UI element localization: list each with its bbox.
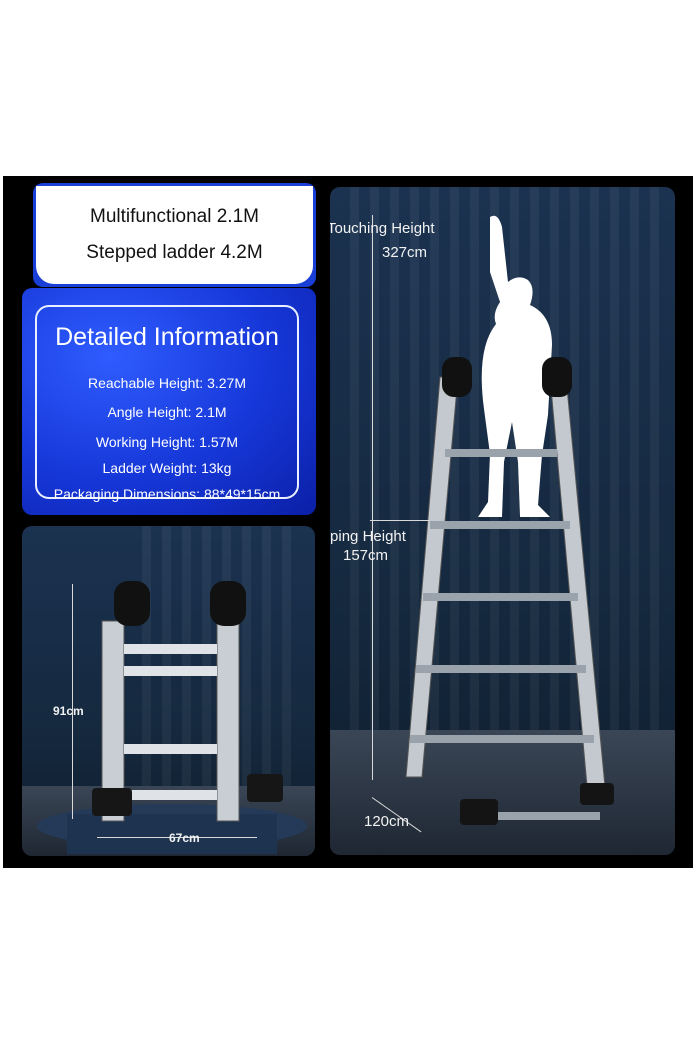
title-card-inner: Multifunctional 2.1M Stepped ladder 4.2M xyxy=(36,186,313,284)
info-angle-height: Angle Height: 2.1M xyxy=(107,404,227,420)
info-ladder-weight: Ladder Weight: 13kg xyxy=(102,460,232,476)
touching-height-value: 327cm xyxy=(382,244,428,261)
a-frame-ladder-image xyxy=(405,215,614,825)
title-card: Multifunctional 2.1M Stepped ladder 4.2M xyxy=(33,183,316,287)
base-width-label: 120cm xyxy=(364,813,410,830)
info-packaging-dimensions: Packaging Dimensions: 88*49*15cm xyxy=(53,486,281,502)
title-line-1: Multifunctional 2.1M xyxy=(90,206,259,227)
info-box: Detailed Information Reachable Height: 3… xyxy=(35,305,299,502)
touching-height-label: Touching Height xyxy=(330,220,435,237)
folded-ladder-image xyxy=(37,581,307,854)
info-reachable-height: Reachable Height: 3.27M xyxy=(88,375,246,391)
title-line-2: Stepped ladder 4.2M xyxy=(86,242,263,263)
foot-stepping-height-value: 157cm xyxy=(343,547,389,564)
info-working-height: Working Height: 1.57M xyxy=(95,434,239,450)
a-frame-ladder-photo: Touching Height 327cm Foot Stepping Heig… xyxy=(330,187,675,855)
foot-stepping-height-label: Foot Stepping Height xyxy=(330,528,406,545)
detailed-info-card: Detailed Information Reachable Height: 3… xyxy=(22,288,316,515)
folded-height-label: 91cm xyxy=(53,704,84,718)
folded-ladder-photo: 91cm 67cm xyxy=(22,526,315,856)
folded-width-label: 67cm xyxy=(169,831,200,845)
info-heading: Detailed Information xyxy=(55,323,279,351)
